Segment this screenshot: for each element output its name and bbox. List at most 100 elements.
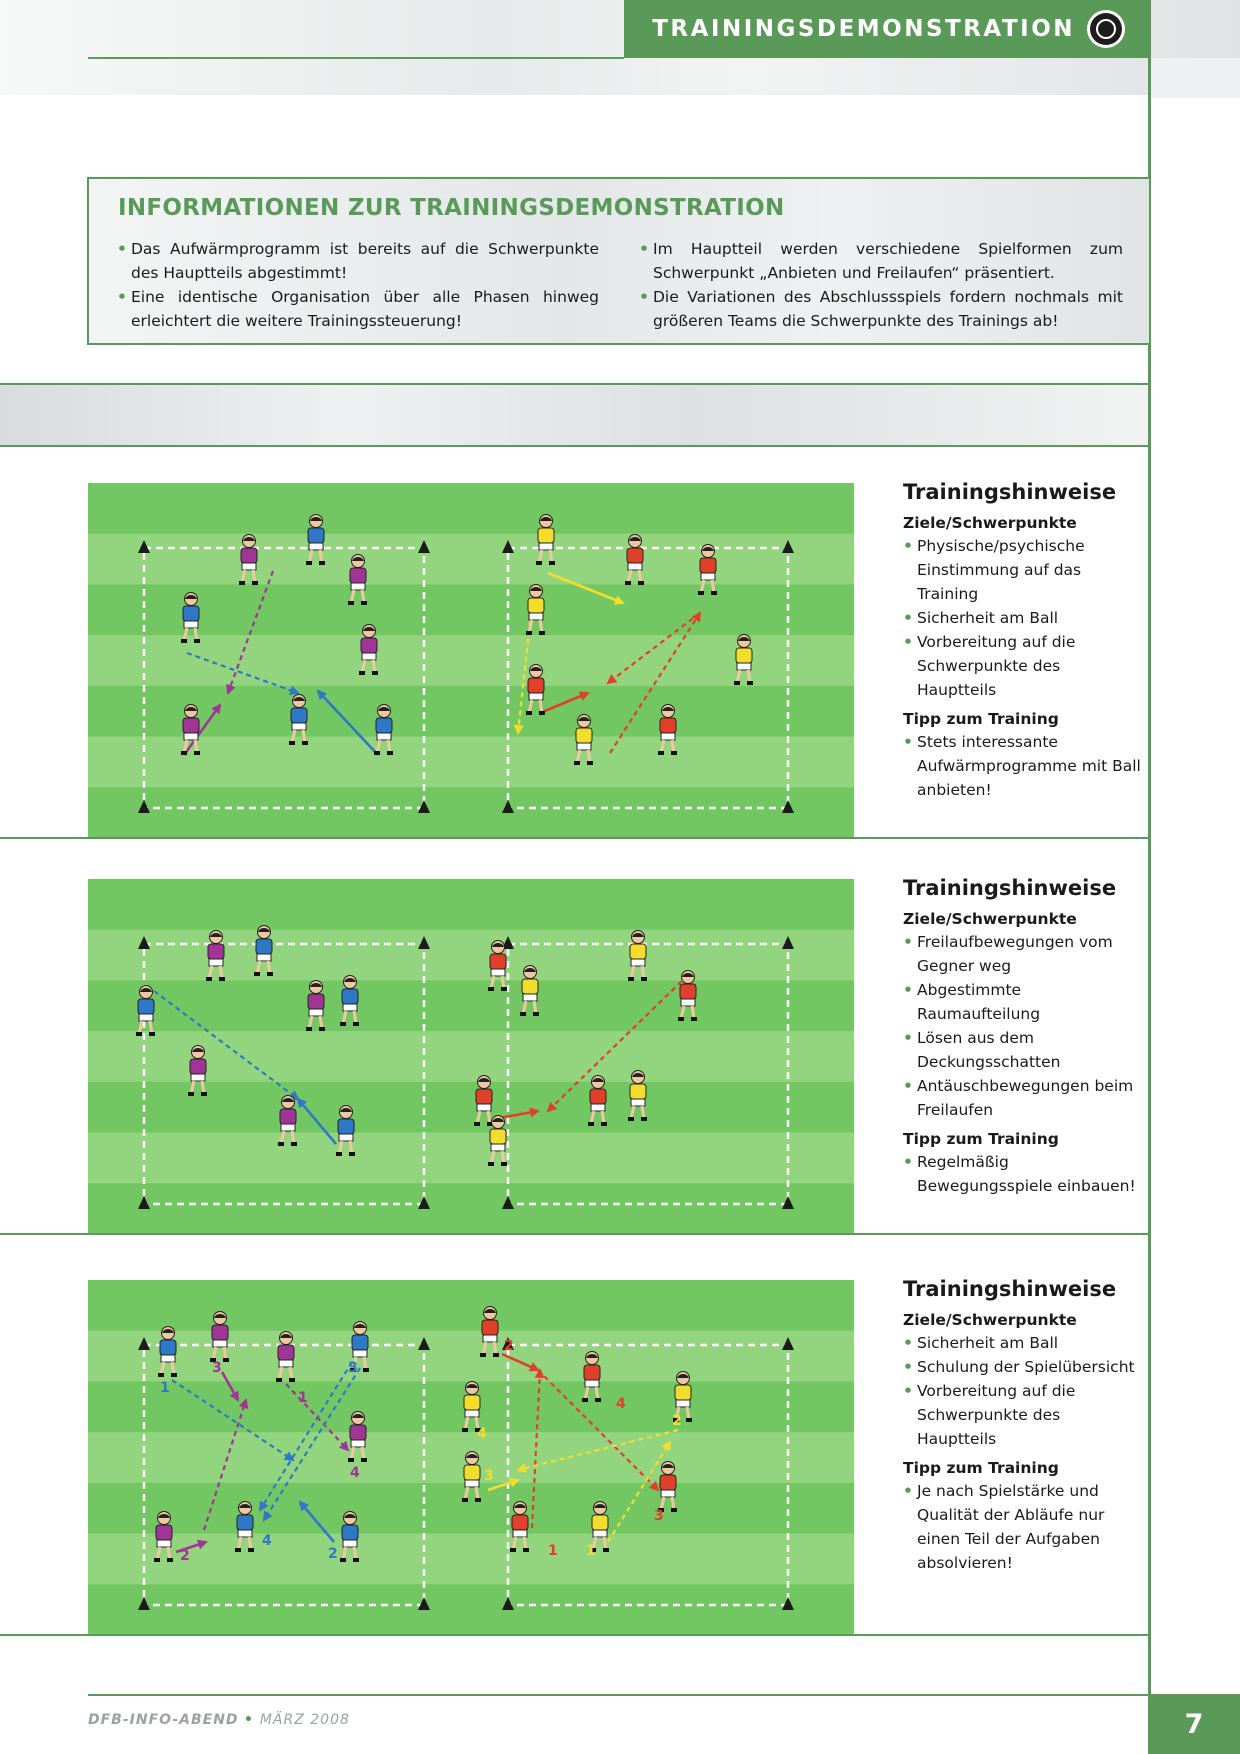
- player-icon: [582, 1351, 601, 1402]
- run-arrow: [547, 571, 625, 605]
- footer-date: MÄRZ 2008: [259, 1712, 350, 1728]
- player-icon: [336, 1105, 355, 1156]
- decorative-band: [0, 383, 1148, 447]
- player-icon: [628, 930, 647, 981]
- goals-title: Ziele/Schwerpunkte: [903, 1311, 1077, 1329]
- tip-title: Tipp zum Training: [903, 1459, 1059, 1477]
- footer: DFB-INFO-ABEND • MÄRZ 2008: [88, 1712, 350, 1728]
- goal-item: Freilaufbewegungen vom Gegner weg: [903, 930, 1143, 978]
- goals-title: Ziele/Schwerpunkte: [903, 514, 1077, 532]
- player-icon: [136, 985, 155, 1036]
- player-icon: [289, 694, 308, 745]
- cone-icon: [782, 1196, 794, 1209]
- pass-arrow: [606, 612, 701, 685]
- player-icon: [348, 554, 367, 605]
- goal-item: Abgestimmte Raumaufteilung: [903, 978, 1143, 1026]
- player-icon: [239, 534, 258, 585]
- pass-arrow: [609, 611, 702, 754]
- player-icon: [340, 1511, 359, 1562]
- info-column-left: Das Aufwärmprogramm ist bereits auf die …: [117, 237, 599, 333]
- cone-icon: [138, 1597, 150, 1610]
- pass-arrow: [171, 1379, 295, 1462]
- right-shade: [1151, 58, 1240, 98]
- diagram-number: 3: [654, 1508, 664, 1524]
- player-icon: [350, 1321, 369, 1372]
- pass-arrow: [516, 1428, 679, 1473]
- player-icon: [359, 624, 378, 675]
- player-icon: [206, 930, 225, 981]
- tip-title: Tipp zum Training: [903, 710, 1059, 728]
- goal-item: Vorbereitung auf die Schwerpunkte des Ha…: [903, 630, 1143, 702]
- player-icon: [306, 980, 325, 1031]
- goal-item: Lösen aus dem Deckungsschatten: [903, 1026, 1143, 1074]
- cone-icon: [418, 1597, 430, 1610]
- pass-arrow: [153, 990, 300, 1101]
- pass-arrow: [186, 651, 300, 695]
- run-arrow: [220, 1371, 240, 1402]
- section-rule: [0, 1634, 1150, 1636]
- player-icon: [181, 704, 200, 755]
- cone-icon: [782, 1597, 794, 1610]
- drill-diagram-2: [88, 879, 854, 1235]
- playing-area: [142, 942, 426, 1206]
- diagram-number: 4: [350, 1465, 360, 1481]
- cone-icon: [138, 540, 150, 553]
- tip-item: Je nach Spielstärke und Qualität der Abl…: [903, 1479, 1143, 1575]
- diagram-number: 1: [298, 1390, 308, 1406]
- diagram-number: 3: [484, 1468, 494, 1484]
- cone-icon: [502, 1337, 514, 1350]
- tip-item: Regelmäßig Bewegungsspiele einbauen!: [903, 1150, 1143, 1198]
- cone-icon: [782, 1337, 794, 1350]
- cone-icon: [502, 1196, 514, 1209]
- run-arrow: [539, 691, 590, 715]
- playing-area: [506, 546, 790, 810]
- cone-icon: [418, 1196, 430, 1209]
- diagram-number: 2: [672, 1413, 682, 1429]
- cone-icon: [502, 540, 514, 553]
- player-icon: [658, 1461, 677, 1512]
- tip-item: Stets interessante Aufwärmprogramme mit …: [903, 730, 1143, 802]
- player-icon: [658, 704, 677, 755]
- player-icon: [520, 965, 539, 1016]
- header-rule: [88, 57, 624, 59]
- player-icon: [574, 714, 593, 765]
- player-icon: [480, 1306, 499, 1357]
- player-icon: [374, 704, 393, 755]
- pass-arrow: [258, 1361, 353, 1512]
- footer-rule: [88, 1694, 1148, 1696]
- info-item: Im Hauptteil werden verschiedene Spielfo…: [639, 237, 1123, 285]
- dfb-logo-icon: [1087, 10, 1125, 48]
- training-hints-2: Trainingshinweise Ziele/Schwerpunkte Fre…: [903, 876, 1143, 1198]
- diagram-number: 3: [212, 1360, 222, 1376]
- pass-arrow: [513, 584, 536, 735]
- run-arrow: [298, 1500, 335, 1543]
- pass-arrow: [537, 1369, 660, 1492]
- pass-arrow: [202, 1398, 249, 1531]
- player-icon: [181, 592, 200, 643]
- player-icon: [488, 1115, 507, 1166]
- player-icon: [488, 940, 507, 991]
- header-tab: TRAININGSDEMONSTRATION: [624, 0, 1151, 58]
- player-icon: [462, 1381, 481, 1432]
- playing-area: [506, 942, 790, 1206]
- cone-icon: [502, 1597, 514, 1610]
- diagram-number: 2: [328, 1546, 338, 1562]
- goal-item: Vorbereitung auf die Schwerpunkte des Ha…: [903, 1379, 1143, 1451]
- cone-icon: [502, 800, 514, 813]
- info-item: Eine identische Organisation über alle P…: [117, 285, 599, 333]
- run-arrow: [182, 703, 222, 756]
- section-rule: [0, 837, 1150, 839]
- playing-area: [142, 1343, 426, 1607]
- diagram-number: 4: [262, 1533, 272, 1549]
- player-icon: [462, 1451, 481, 1502]
- tip-title: Tipp zum Training: [903, 1130, 1059, 1148]
- cone-icon: [418, 1337, 430, 1350]
- hints-title: Trainingshinweise: [903, 876, 1117, 900]
- run-arrow: [501, 1352, 540, 1372]
- run-arrow: [296, 1097, 337, 1145]
- right-rule: [1148, 58, 1151, 1698]
- cone-icon: [138, 800, 150, 813]
- diagram-number: 2: [504, 1338, 514, 1354]
- page-number: 7: [1148, 1694, 1240, 1754]
